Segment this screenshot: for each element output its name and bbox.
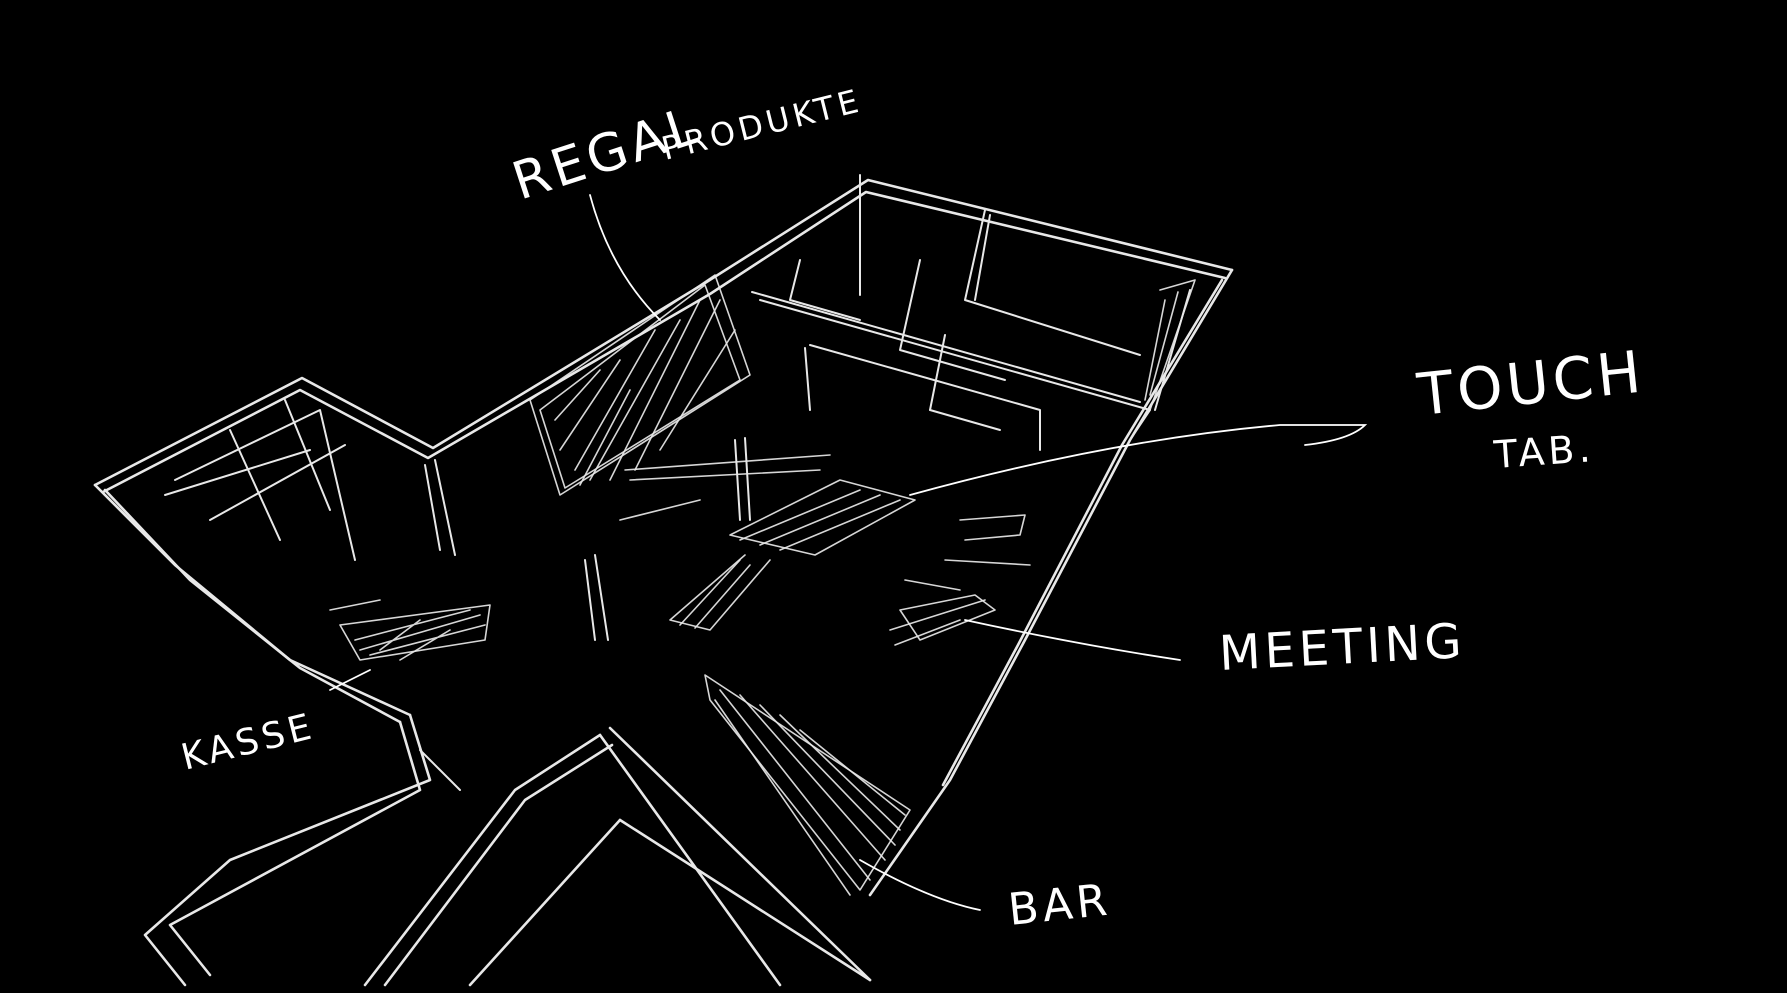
meeting-label: MEETING — [1218, 613, 1467, 682]
tab-label: TAB. — [1492, 426, 1596, 477]
meeting-table-scribble — [889, 514, 1031, 646]
bar-counter-scribble — [704, 674, 911, 896]
interior-partitions — [164, 174, 1191, 791]
bar-label: BAR — [1006, 874, 1114, 935]
kasse-label: KASSE — [177, 706, 319, 779]
touch-label: TOUCH — [1413, 337, 1648, 429]
outer-walls — [93, 178, 1234, 987]
regal-shelf-scribble — [529, 274, 751, 496]
touch-table-scribble — [619, 454, 916, 631]
regal-right-scribble — [1144, 279, 1196, 411]
leader-lines — [329, 194, 1368, 911]
kasse-counter-scribble — [329, 599, 491, 661]
produkte-label: PRODUKTE — [658, 81, 866, 167]
